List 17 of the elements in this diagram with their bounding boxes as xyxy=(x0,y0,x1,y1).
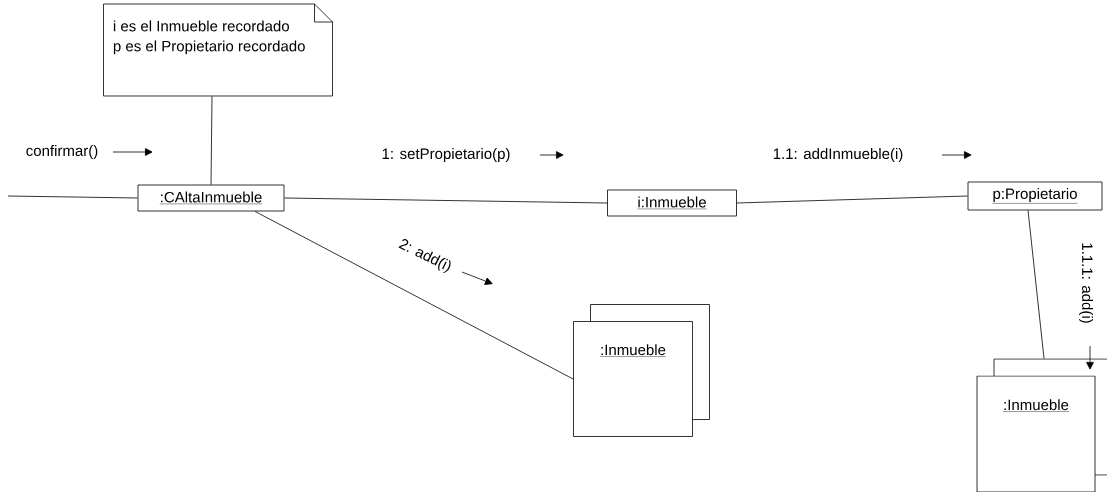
multi-object-box: :Inmueble xyxy=(976,358,1107,492)
edge-label: 1.1.1: add(i) xyxy=(1079,243,1093,323)
connector xyxy=(7,195,138,199)
object-box: i:Inmueble xyxy=(607,189,737,217)
connector xyxy=(284,197,608,204)
connector xyxy=(254,211,574,380)
object-box: p:Propietario xyxy=(967,181,1103,211)
connector xyxy=(1027,210,1045,359)
edge-label: 1: setPropietario(p) xyxy=(382,148,510,162)
edge-label: 1.1: addInmueble(i) xyxy=(773,148,903,162)
connector xyxy=(736,195,968,204)
connector xyxy=(210,96,213,185)
edge-label: confirmar() xyxy=(26,145,98,159)
note-box: i es el Inmueble recordado p es el Propietario recordado xyxy=(103,3,333,97)
edge-label: 2: add(i) xyxy=(398,239,451,274)
object-box: :CAltaInmueble xyxy=(137,184,285,212)
multi-object-box: :Inmueble xyxy=(573,304,710,437)
